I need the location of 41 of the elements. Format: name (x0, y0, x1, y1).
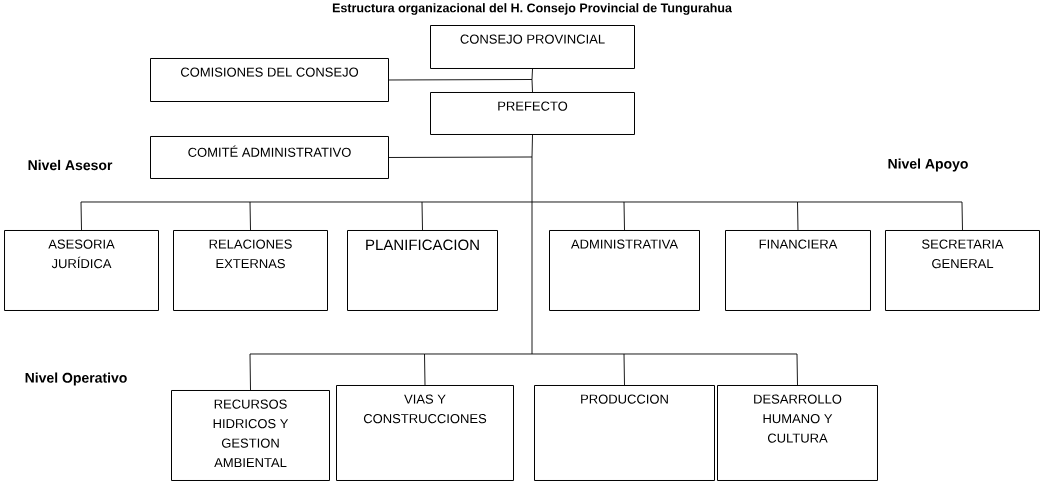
connector-line (421, 201, 533, 203)
connector-line (388, 79, 533, 81)
connector-line (531, 353, 625, 355)
connector-line (623, 353, 798, 386)
connector-line (531, 68, 533, 80)
connector-line (531, 134, 533, 158)
connector-line (531, 79, 533, 93)
org-box: VIAS Y CONSTRUCCIONES (336, 385, 514, 481)
connector-line (797, 201, 799, 231)
level-label: Nivel Apoyo (888, 158, 968, 172)
connector-line (421, 201, 423, 231)
connector-line (249, 201, 251, 231)
connector-line (249, 353, 425, 391)
org-box: CONSEJO PROVINCIAL (430, 25, 635, 69)
org-box: FINANCIERA (725, 230, 871, 311)
connector-line (623, 353, 625, 386)
level-label: Nivel Asesor (28, 159, 113, 171)
connector-line (623, 201, 625, 231)
org-box: RELACIONES EXTERNAS (173, 230, 328, 311)
title: Estructura organizacional del H. Consejo Provincial de Tungurahua (332, 3, 732, 15)
org-box: PRODUCCION (534, 385, 715, 481)
org-box: PREFECTO (430, 92, 635, 135)
org-box: DESARROLLO HUMANO Y CULTURA (717, 385, 878, 481)
connector-line (388, 156, 533, 158)
connector-line (424, 353, 426, 386)
connector-line (531, 201, 533, 355)
org-box: COMISIONES DEL CONSEJO (150, 58, 389, 102)
org-box: COMITÉ ADMINISTRATIVO (150, 136, 389, 179)
connector-line (623, 201, 798, 203)
connector-line (424, 353, 533, 355)
level-label: Nivel Operativo (25, 372, 127, 386)
org-box: RECURSOS HIDRICOS Y GESTION AMBIENTAL (171, 390, 330, 481)
connector-line (531, 156, 533, 203)
connector-line (80, 201, 251, 231)
org-box: SECRETARIA GENERAL (885, 230, 1040, 311)
org-box: ASESORIA JURÍDICA (4, 230, 159, 311)
connector-line (531, 201, 625, 203)
org-box: PLANIFICACION (347, 230, 498, 311)
connector-line (797, 201, 963, 231)
org-box: ADMINISTRATIVA (549, 230, 700, 311)
connector-line (249, 201, 423, 203)
